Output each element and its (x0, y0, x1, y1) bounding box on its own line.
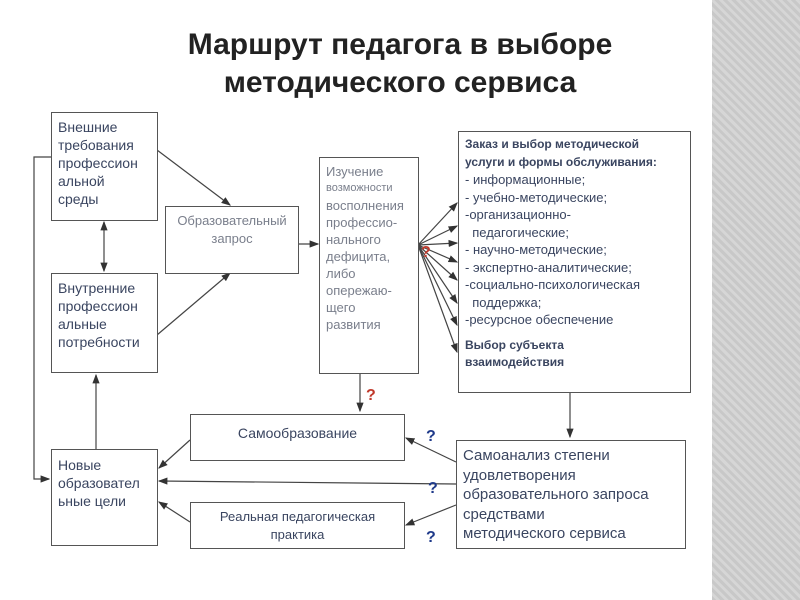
arrow-internal-request (156, 272, 231, 336)
question-mark: ? (421, 244, 431, 261)
question-mark: ? (428, 480, 438, 497)
question-mark: ? (426, 428, 436, 445)
arrow-left-loop (33, 156, 51, 483)
arrow-external-request (156, 149, 231, 206)
question-mark: ? (426, 529, 436, 546)
connectors (33, 149, 574, 526)
box-self-education: Самообразование (190, 414, 405, 461)
question-mark: ? (366, 387, 376, 404)
decorative-side-strip (712, 0, 800, 600)
